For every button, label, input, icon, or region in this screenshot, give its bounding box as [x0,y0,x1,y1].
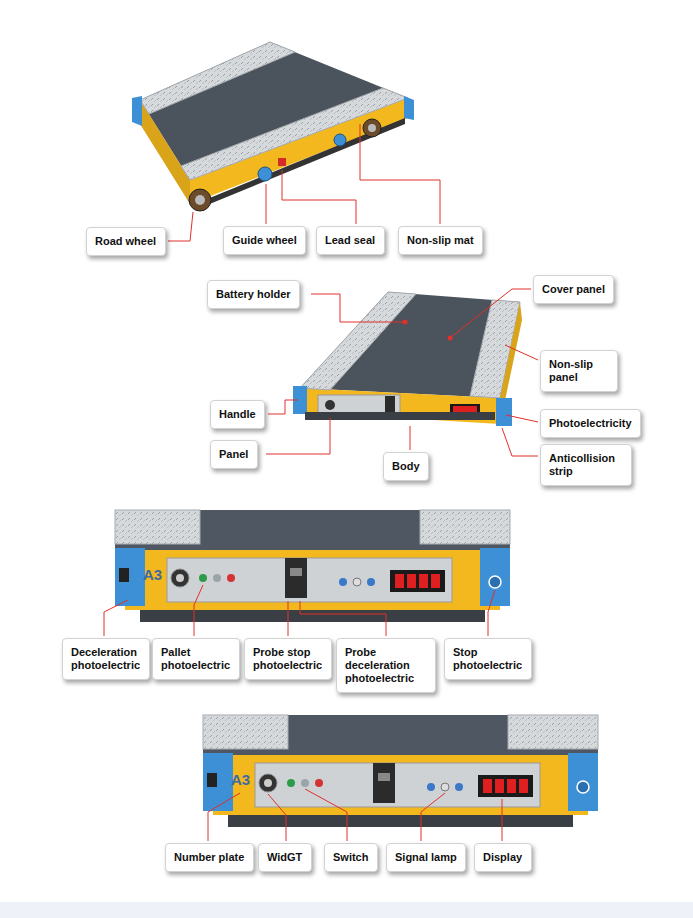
callout-label: Lead seal [316,226,385,255]
callout-label: Body [383,452,429,481]
callout-text: Road wheel [95,235,157,248]
callout-text: Pallet photoelectric [161,646,231,672]
callout-label: Probe stop photoelectric [244,638,332,680]
callout-label: Anticollision strip [540,444,632,486]
callout-label: Road wheel [86,227,166,256]
callout-text: Panel [219,448,249,461]
callout-text: Handle [219,408,256,421]
callout-text: Display [483,851,523,864]
agv-perspective-2 [293,292,522,426]
callout-label: Switch [324,843,378,872]
callout-label: Non-slip panel [540,350,618,392]
callout-text: Signal lamp [395,851,457,864]
callout-text: Cover panel [542,283,605,296]
callout-label: Display [474,843,532,872]
callout-label: Pallet photoelectric [152,638,240,680]
callout-text: Probe stop photoelectric [253,646,323,672]
callout-text: Stop photoelectric [453,646,523,672]
callout-label: Deceleration photoelectric [62,638,150,680]
agv-front-closeup-1 [115,510,510,622]
number-plate-text: A3 [231,771,250,788]
callout-label: Guide wheel [223,226,306,255]
callout-text: Battery holder [216,288,291,301]
callout-text: Anticollision strip [549,452,623,478]
callout-label: Number plate [165,843,254,872]
callout-text: Photoelectricity [549,417,632,430]
callout-text: Deceleration photoelectric [71,646,141,672]
callout-label: Battery holder [207,280,300,309]
callout-label: Stop photoelectric [444,638,532,680]
callout-label: Photoelectricity [540,409,641,438]
callout-text: WidGT [267,851,303,864]
callout-text: Guide wheel [232,234,297,247]
callout-text: Number plate [174,851,245,864]
callout-label: Handle [210,400,265,429]
callout-label: Non-slip mat [398,226,483,255]
callout-label: WidGT [258,843,312,872]
callout-text: Body [392,460,420,473]
leader-lines-4 [208,789,502,841]
callout-text: Probe deceleration photoelectric [345,646,427,685]
callout-text: Lead seal [325,234,376,247]
bottom-band [0,902,693,918]
agv-perspective-1 [132,42,414,211]
agv-front-closeup-2 [203,715,598,827]
callout-label: Probe deceleration photoelectric [336,638,436,693]
callout-text: Non-slip panel [549,358,609,384]
callout-text: Switch [333,851,369,864]
leader-lines-3 [104,585,495,636]
callout-text: Non-slip mat [407,234,474,247]
leader-lines-2 [266,289,538,456]
number-plate-text: A3 [143,566,162,583]
callout-label: Signal lamp [386,843,466,872]
callout-label: Cover panel [533,275,614,304]
callout-label: Panel [210,440,258,469]
leader-lines-1 [168,124,440,241]
